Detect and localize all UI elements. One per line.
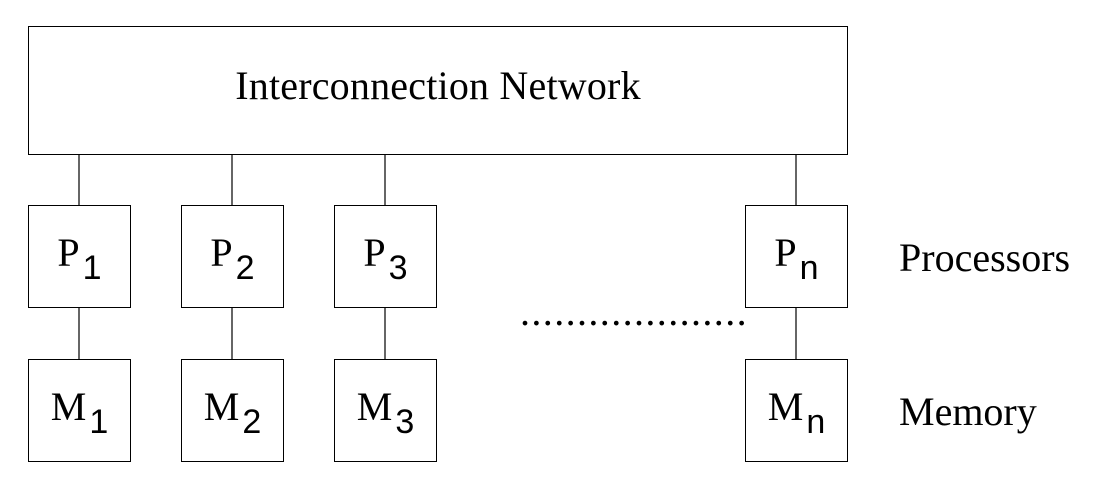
memory-box-2: M2 — [181, 359, 284, 462]
processor-label-3: P3 — [363, 229, 407, 285]
processor-box-2: P2 — [181, 205, 284, 308]
memory-row-label: Memory — [899, 389, 1037, 434]
memory-box-n: Mn — [745, 359, 848, 462]
memory-letter-3: M — [356, 383, 393, 429]
processor-subscript-1: 1 — [82, 248, 102, 287]
processor-box-3: P3 — [334, 205, 437, 308]
processor-box-1: P1 — [28, 205, 131, 308]
processor-letter-3: P — [363, 229, 386, 275]
processors-row-label: Processors — [899, 235, 1071, 280]
ellipsis-dots: .................... — [520, 289, 748, 334]
processor-label-n: Pn — [774, 229, 818, 285]
processor-label-1: P1 — [57, 229, 101, 285]
processor-subscript-3: 3 — [388, 248, 408, 287]
processor-letter-n: P — [774, 229, 797, 275]
interconnection-network-box: Interconnection Network — [28, 26, 848, 155]
memory-subscript-3: 3 — [395, 402, 415, 441]
memory-subscript-1: 1 — [89, 402, 109, 441]
memory-letter-n: M — [767, 383, 804, 429]
processor-letter-2: P — [210, 229, 233, 275]
memory-letter-2: M — [203, 383, 240, 429]
memory-label-2: M2 — [203, 383, 262, 439]
memory-subscript-n: n — [806, 402, 826, 441]
memory-box-1: M1 — [28, 359, 131, 462]
processor-letter-1: P — [57, 229, 80, 275]
memory-letter-1: M — [50, 383, 87, 429]
memory-box-3: M3 — [334, 359, 437, 462]
memory-label-1: M1 — [50, 383, 109, 439]
processor-subscript-2: 2 — [235, 248, 255, 287]
memory-subscript-2: 2 — [242, 402, 262, 441]
processor-box-n: Pn — [745, 205, 848, 308]
interconnection-network-label: Interconnection Network — [235, 63, 641, 108]
memory-label-n: Mn — [767, 383, 826, 439]
processor-label-2: P2 — [210, 229, 254, 285]
processor-subscript-n: n — [799, 248, 819, 287]
memory-label-3: M3 — [356, 383, 415, 439]
